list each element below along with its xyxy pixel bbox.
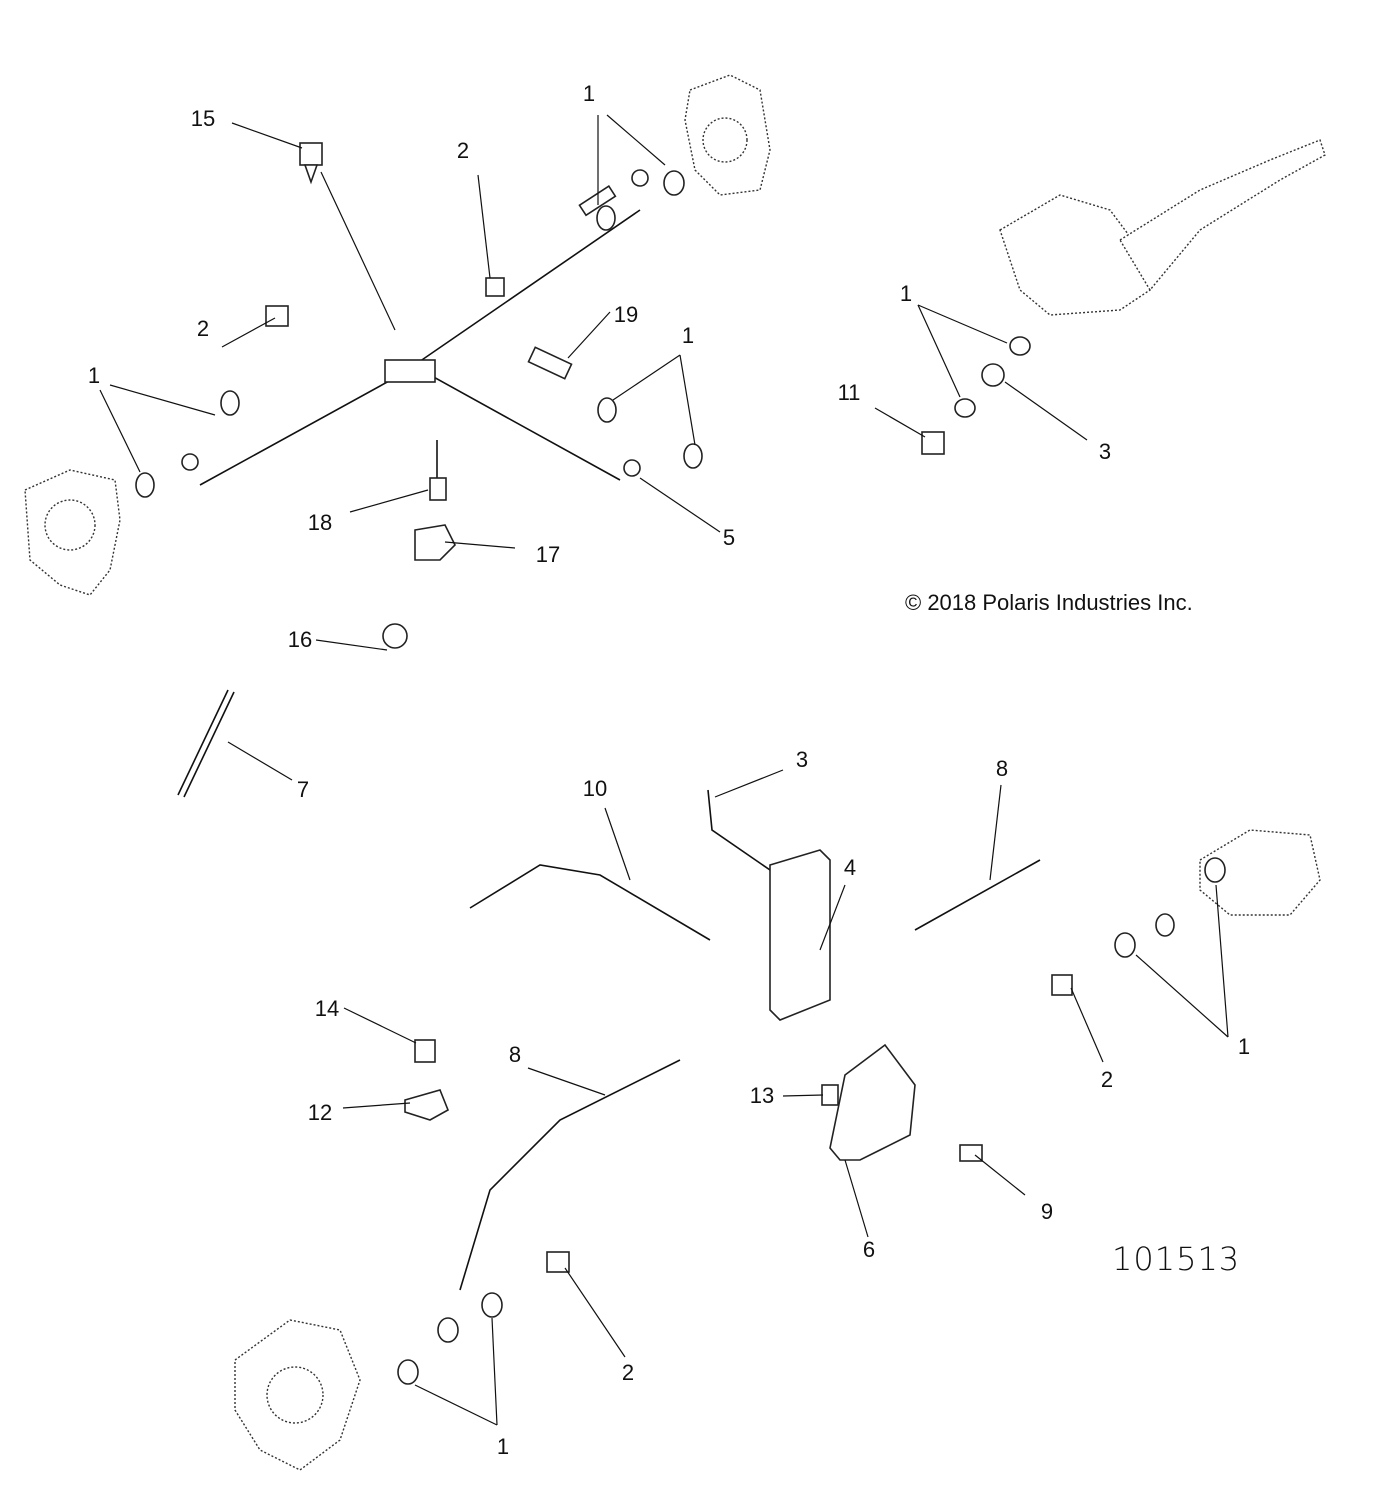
callout-label: 10 xyxy=(582,776,608,801)
callout-label: 1 xyxy=(496,1434,510,1459)
copyright-notice: © 2018 Polaris Industries Inc. xyxy=(905,590,1193,615)
callout-label: 16 xyxy=(287,627,313,652)
callout-label: 2 xyxy=(621,1360,635,1385)
callout-label: 11 xyxy=(837,380,861,405)
callout-label: 17 xyxy=(535,542,561,567)
callout-label: 1 xyxy=(582,81,596,106)
callout-label: 1 xyxy=(87,363,101,388)
callout-label: 5 xyxy=(722,525,736,550)
front-right-caliper xyxy=(684,74,771,196)
callout-label: 19 xyxy=(613,302,639,327)
misc-parts xyxy=(177,440,1041,1291)
leader-lines xyxy=(99,114,1229,1426)
washers xyxy=(135,170,1226,1385)
callout-label: 12 xyxy=(307,1100,333,1125)
callout-label: 3 xyxy=(795,747,809,772)
callout-label: 8 xyxy=(508,1042,522,1067)
bolts xyxy=(265,142,1073,1273)
callout-label: 18 xyxy=(307,510,333,535)
rear-right-caliper xyxy=(1199,829,1321,916)
callout-label: 14 xyxy=(314,996,340,1021)
callout-label: 1 xyxy=(899,281,913,306)
callout-label: 1 xyxy=(1237,1034,1251,1059)
callout-label: 2 xyxy=(1100,1067,1114,1092)
rear-left-caliper xyxy=(234,1319,361,1471)
brake-line-assembly xyxy=(181,169,649,486)
callout-label: 13 xyxy=(749,1083,775,1108)
callout-label: 2 xyxy=(456,138,470,163)
callout-label: 8 xyxy=(995,756,1009,781)
callout-label: 15 xyxy=(190,106,216,131)
diagram-number: 101513 xyxy=(1112,1240,1241,1278)
callout-label: 6 xyxy=(862,1237,876,1262)
callout-label: 3 xyxy=(1098,439,1112,464)
master-cylinder-lever xyxy=(999,139,1326,316)
callout-label: 4 xyxy=(843,855,857,880)
callout-label: 9 xyxy=(1040,1199,1054,1224)
front-left-caliper xyxy=(24,469,121,596)
callout-label: 2 xyxy=(196,316,210,341)
callout-label: 7 xyxy=(296,777,310,802)
callout-label: 1 xyxy=(681,323,695,348)
